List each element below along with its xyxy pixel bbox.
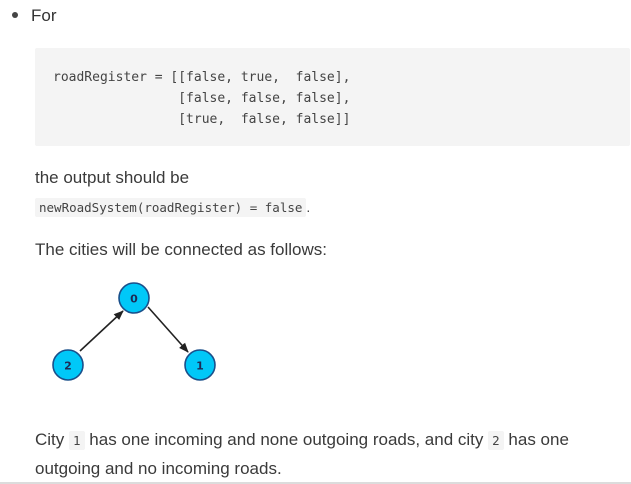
edge-2-0 [79,310,124,352]
city-text-3: has one outgoing and no incoming roads. [35,430,569,478]
city-text-2: has one incoming and none outgoing roads… [89,430,484,449]
output-label: the output should be [35,168,190,187]
bullet-label: For [31,6,57,25]
node-label-0: 0 [130,293,138,306]
city-graph: 0 1 2 [52,282,216,381]
node-label-1: 1 [196,360,204,373]
edge-0-1 [147,306,189,353]
code-block-text: roadRegister = [[false, true, false], [f… [53,67,350,130]
city-code-1: 1 [69,431,85,450]
graph-node-2: 2 [52,349,84,381]
code-line: [false, false, false], [53,91,351,106]
node-label-2: 2 [64,360,72,373]
code-line: [true, false, false]] [53,112,351,127]
output-expression: newRoadSystem(roadRegister) = false. [35,198,311,217]
bullet-item: For [12,6,57,26]
output-expression-suffix: . [306,199,311,215]
code-line: roadRegister = [[false, true, false], [53,70,351,85]
bottom-divider [0,482,631,484]
city-description: City 1 has one incoming and none outgoin… [35,426,615,483]
city-code-2: 2 [488,431,504,450]
graph-node-0: 0 [118,282,150,314]
city-text-1: City [35,430,65,449]
connected-label: The cities will be connected as follows: [35,240,327,259]
bullet-dot-icon [12,11,18,18]
output-expression-code: newRoadSystem(roadRegister) = false [35,198,307,217]
code-block: roadRegister = [[false, true, false], [f… [35,48,630,146]
graph-node-1: 1 [184,349,216,381]
